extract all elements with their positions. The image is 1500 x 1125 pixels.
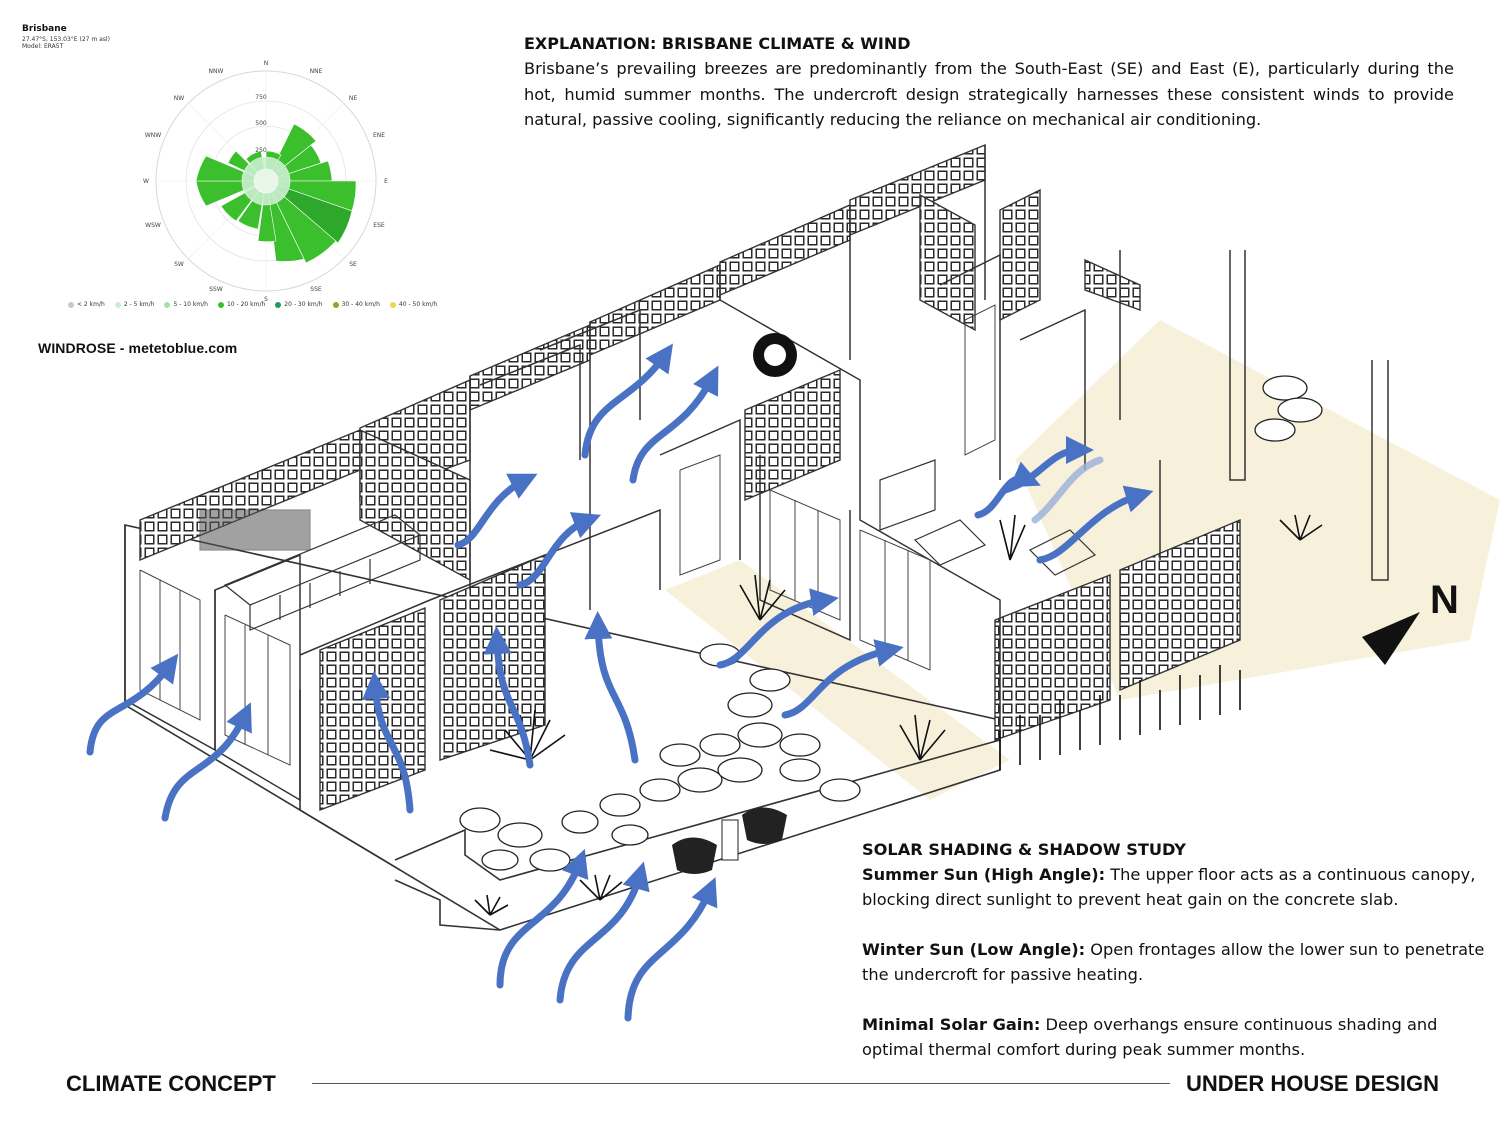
legend-swatch [114,301,121,308]
legend-item: 30 - 40 km/h [332,301,380,308]
explanation-heading: EXPLANATION: BRISBANE CLIMATE & WIND [524,34,911,53]
explanation-body: Brisbane’s prevailing breezes are predom… [524,59,1454,129]
dir-WSW: WSW [145,222,161,229]
legend-label: 40 - 50 km/h [398,301,438,308]
solar-item-label: Winter Sun (Low Angle): [862,940,1086,959]
windrose-legend: < 2 km/h 2 - 5 km/h 5 - 10 km/h 10 - 20 … [68,301,437,308]
solar-item-text: The upper floor acts as a continuous can… [862,865,1476,909]
solar-item-label: Summer Sun (High Angle): [862,865,1106,884]
footer-title-left: CLIMATE CONCEPT [66,1071,276,1096]
explanation-block: EXPLANATION: BRISBANE CLIMATE & WIND Bri… [524,34,1454,133]
dir-NNW: NNW [209,68,224,75]
dir-E: E [384,178,388,185]
wall-frames [124,145,1389,802]
solar-heading: SOLAR SHADING & SHADOW STUDY [862,840,1187,859]
legend-swatch [164,301,171,308]
outdoor-chairs [672,807,787,874]
dir-NE: NE [349,95,357,102]
windrose-coords: 27.47°S, 153.03°E (27 m asl) Model: ERA5… [22,36,110,50]
windrose-source: WINDROSE - metetoblue.com [38,340,238,356]
legend-swatch [275,301,282,308]
sun-ornament [753,333,797,377]
dir-SE: SE [349,261,357,268]
legend-item: < 2 km/h [68,301,105,308]
legend-item: 40 - 50 km/h [389,301,438,308]
legend-label: 20 - 30 km/h [284,301,323,308]
legend-label: 5 - 10 km/h [173,301,208,308]
legend-label: 10 - 20 km/h [226,301,266,308]
ring-label: 250 [255,147,267,154]
dir-W: W [143,178,149,185]
dir-N: N [264,60,269,67]
legend-label: 30 - 40 km/h [341,301,380,308]
dir-SW: SW [174,261,184,268]
footer-divider [312,1083,1170,1084]
solar-study-block: SOLAR SHADING & SHADOW STUDY Summer Sun … [862,837,1492,1062]
dir-SSW: SSW [209,286,223,293]
legend-item: 2 - 5 km/h [114,301,155,308]
solar-item-winter: Winter Sun (Low Angle): Open frontages a… [862,937,1492,987]
solar-item-summer: Summer Sun (High Angle): The upper floor… [862,862,1492,912]
legend-label: 2 - 5 km/h [123,301,155,308]
legend-item: 5 - 10 km/h [164,301,208,308]
footer-title-right: UNDER HOUSE DESIGN [1186,1071,1440,1096]
windrose-location: Brisbane [22,24,67,34]
solar-item-text: Open frontages allow the lower sun to pe… [862,940,1485,984]
screen-walls [139,143,1241,812]
legend-item: 10 - 20 km/h [217,301,266,308]
dir-NNE: NNE [310,68,323,75]
dir-NW: NW [174,95,184,102]
dir-WNW: WNW [145,132,161,139]
ring-label: 500 [255,120,267,127]
wind-arrows-faded [1031,456,1104,524]
dir-ENE: ENE [373,132,385,139]
dir-ESE: ESE [373,222,385,229]
dir-S: S [264,296,268,303]
ring-label: 750 [255,94,267,101]
legend-item: 20 - 30 km/h [275,301,323,308]
windrose-coords-line1: 27.47°S, 153.03°E (27 m asl) [22,36,110,43]
window-mullions [139,304,996,766]
dir-SSE: SSE [310,286,322,293]
windrose-petals [195,123,357,264]
legend-swatch [332,301,339,308]
solar-item-text: Deep overhangs ensure continuous shading… [862,1015,1438,1059]
north-label: N [1430,578,1459,622]
legend-swatch [68,301,74,308]
legend-swatch [389,301,396,308]
kitchen-joinery [199,459,1097,631]
legend-label: < 2 km/h [77,301,105,308]
north-arrow-icon [1362,612,1420,665]
windrose-coords-line2: Model: ERA5T [22,43,64,50]
wind-arrows [86,343,1154,1022]
solar-item-minimal-gain: Minimal Solar Gain: Deep overhangs ensur… [862,1012,1492,1062]
solar-item-label: Minimal Solar Gain: [862,1015,1041,1034]
legend-swatch [217,301,224,308]
windrose-chart: 750 500 250 N NNE NE ENE E ESE SE SSE S … [143,60,388,303]
